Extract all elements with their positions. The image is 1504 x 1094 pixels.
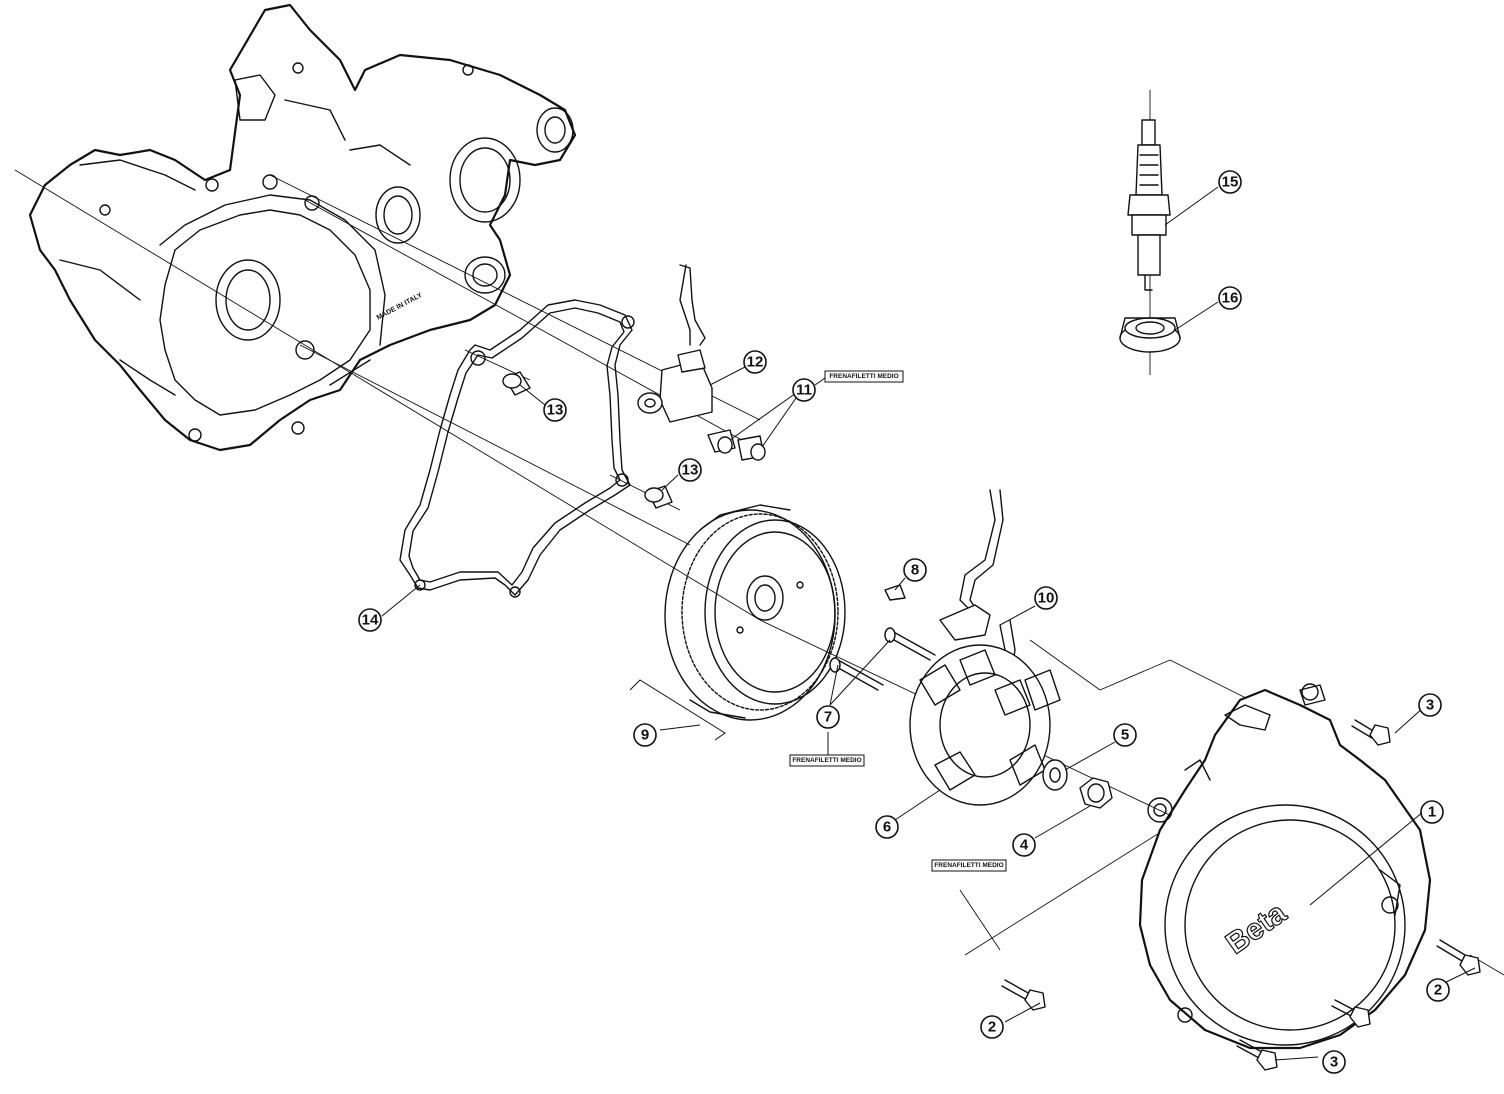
washer (1042, 759, 1068, 791)
dowel-sleeve-lower (644, 485, 673, 509)
pickup-sensor (637, 264, 713, 423)
threadlocker-note-4: FRENAFILETTI MEDIO (931, 859, 1007, 872)
callout-8: 8 (903, 558, 927, 582)
svg-text:12: 12 (747, 354, 764, 371)
spark-plug-seal (1119, 317, 1181, 353)
svg-text:14: 14 (362, 612, 379, 629)
stator-bolts (829, 627, 936, 691)
ignition-cover: Beta (1138, 683, 1432, 1050)
flywheel-nut (1079, 777, 1113, 809)
svg-text:16: 16 (1222, 290, 1239, 307)
leader-lines (381, 186, 1476, 1061)
woodruff-key (884, 584, 906, 601)
callout-13-lower: 13 (678, 458, 702, 482)
callout-3-top: 3 (1418, 693, 1442, 717)
dowel-sleeve-upper (502, 371, 531, 396)
callout-12: 12 (743, 350, 767, 374)
svg-text:1: 1 (1428, 804, 1436, 821)
svg-text:13: 13 (547, 402, 564, 419)
threadlocker-note-11: FRENAFILETTI MEDIO (824, 370, 904, 383)
callout-6: 6 (875, 815, 899, 839)
callout-4: 4 (1012, 833, 1036, 857)
callout-13-upper: 13 (543, 398, 567, 422)
svg-text:5: 5 (1121, 727, 1129, 744)
flywheel (664, 504, 846, 721)
svg-text:9: 9 (641, 727, 649, 744)
cover-gasket (399, 299, 635, 598)
callout-15: 15 (1218, 170, 1242, 194)
callout-16: 16 (1218, 286, 1242, 310)
svg-text:6: 6 (883, 819, 891, 836)
svg-text:15: 15 (1222, 174, 1239, 191)
svg-text:8: 8 (911, 562, 919, 579)
svg-text:3: 3 (1330, 1054, 1338, 1071)
threadlocker-note-7: FRENAFILETTI MEDIO (789, 754, 865, 767)
cover-bolts (1001, 719, 1481, 1071)
callout-14: 14 (358, 608, 382, 632)
svg-text:10: 10 (1038, 590, 1055, 607)
svg-text:7: 7 (824, 709, 832, 726)
svg-text:11: 11 (796, 382, 812, 399)
callout-11: 11 (792, 378, 816, 402)
svg-text:FRENAFILETTI MEDIO: FRENAFILETTI MEDIO (829, 373, 898, 380)
svg-text:4: 4 (1020, 837, 1029, 854)
callout-2-left: 2 (980, 1015, 1004, 1039)
svg-text:FRENAFILETTI MEDIO: FRENAFILETTI MEDIO (934, 862, 1003, 869)
stator (909, 489, 1061, 806)
callout-7: 7 (816, 705, 840, 729)
svg-text:3: 3 (1426, 697, 1434, 714)
callout-10: 10 (1034, 586, 1058, 610)
callout-9: 9 (633, 723, 657, 747)
callout-3-bottom: 3 (1322, 1050, 1346, 1074)
casting-stamp: MADE IN ITALY (376, 292, 424, 322)
svg-text:13: 13 (682, 462, 699, 479)
sensor-screws (707, 429, 766, 461)
crankcase-half: MADE IN ITALY (28, 3, 577, 452)
spark-plug (1127, 119, 1171, 291)
callout-1: 1 (1420, 800, 1444, 824)
svg-text:2: 2 (988, 1019, 996, 1036)
svg-text:2: 2 (1434, 982, 1442, 999)
callout-5: 5 (1113, 723, 1137, 747)
callout-2-right: 2 (1426, 978, 1450, 1002)
svg-text:FRENAFILETTI MEDIO: FRENAFILETTI MEDIO (792, 757, 861, 764)
